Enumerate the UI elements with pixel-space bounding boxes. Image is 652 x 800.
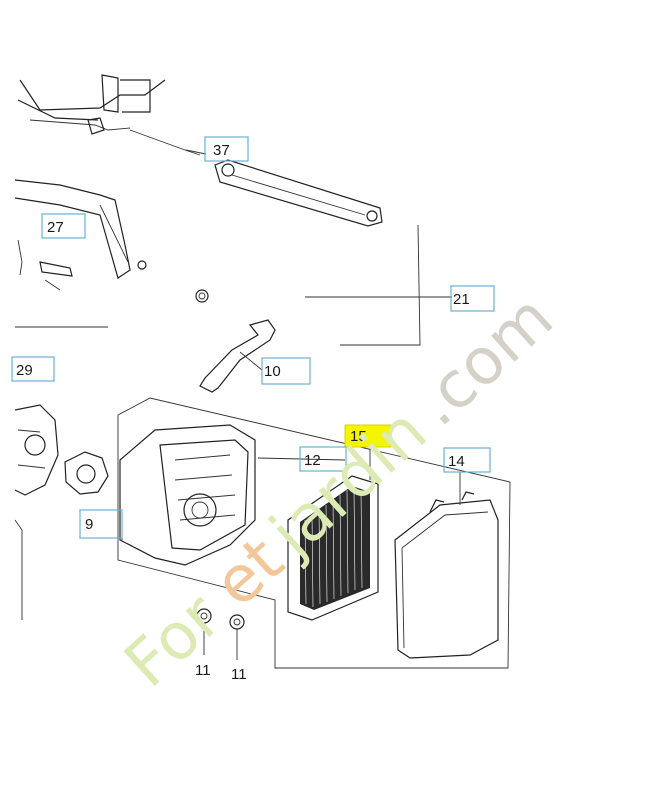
callout-27-text: 27 bbox=[47, 219, 64, 236]
part-12-filter-base bbox=[119, 424, 256, 566]
part-37-rod bbox=[185, 149, 383, 227]
part-14-filter-cover bbox=[394, 491, 499, 659]
callout-27[interactable]: 27 bbox=[41, 213, 86, 239]
part-11-nuts bbox=[196, 608, 245, 660]
part-21-leader bbox=[305, 224, 452, 346]
callout-10-text: 10 bbox=[264, 363, 281, 380]
callout-14[interactable]: 14 bbox=[443, 447, 491, 473]
callout-11-left[interactable]: 11 bbox=[195, 662, 211, 679]
callout-9[interactable]: 9 bbox=[79, 509, 123, 539]
callout-37[interactable]: 37 bbox=[204, 136, 249, 162]
callout-12-text: 12 bbox=[304, 452, 321, 469]
part-10-breather-tube bbox=[199, 319, 276, 393]
callout-11-right[interactable]: 11 bbox=[231, 666, 247, 683]
callout-14-text: 14 bbox=[448, 453, 465, 470]
callout-11-left-text: 11 bbox=[195, 662, 211, 679]
callout-21-text: 21 bbox=[453, 291, 470, 308]
callout-15-text: 15 bbox=[350, 428, 367, 445]
part-9-gasket bbox=[64, 451, 109, 495]
watermark-logo: For et jardin .com bbox=[111, 281, 567, 702]
watermark-text-for: For bbox=[111, 580, 235, 702]
callout-12[interactable]: 12 bbox=[299, 446, 347, 472]
watermark-text-com: .com bbox=[401, 281, 567, 441]
callout-21[interactable]: 21 bbox=[450, 285, 495, 312]
part-15-filter-element bbox=[287, 475, 379, 621]
callout-29[interactable]: 29 bbox=[11, 356, 55, 382]
callout-29-text: 29 bbox=[16, 362, 33, 379]
assembly-outline bbox=[117, 397, 511, 669]
callout-10[interactable]: 10 bbox=[261, 357, 311, 385]
callout-15-highlight bbox=[344, 424, 392, 448]
carburetor-fragment bbox=[14, 404, 59, 620]
part-27-lever bbox=[14, 179, 147, 291]
small-nut bbox=[195, 289, 209, 303]
callout-15[interactable]: 15 bbox=[344, 424, 392, 448]
callout-9-text: 9 bbox=[85, 516, 93, 533]
callout-37-text: 37 bbox=[213, 142, 230, 159]
callout-11-right-text: 11 bbox=[231, 666, 247, 683]
engine-bracket-drawing bbox=[17, 74, 201, 156]
